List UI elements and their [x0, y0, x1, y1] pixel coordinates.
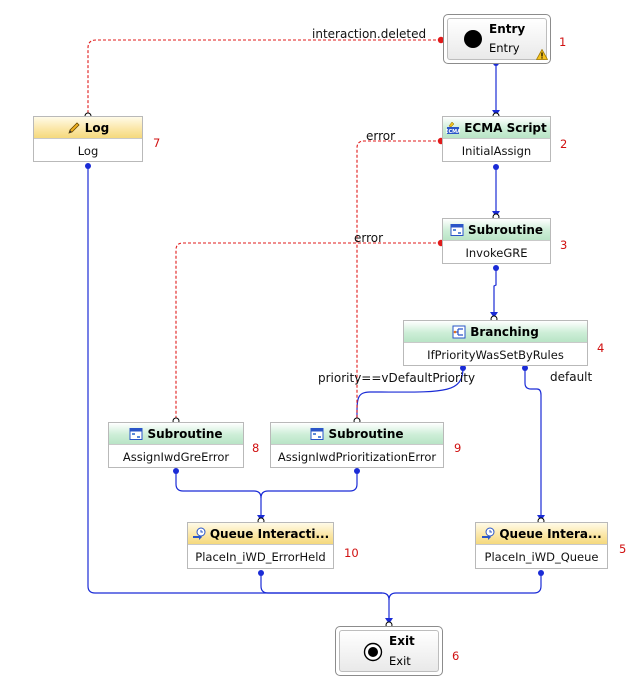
assign-prio-error-node[interactable]: Subroutine AssignIwdPrioritizationError	[270, 422, 444, 468]
assign-gre-body: AssignIwdGreError	[122, 449, 230, 464]
node-badge-3: 3	[560, 238, 568, 252]
queue-main-node[interactable]: Queue Intera... PlaceIn_iWD_Queue	[475, 522, 608, 569]
ecma-title: ECMA Script	[464, 120, 547, 135]
queue-clock-icon	[192, 527, 206, 540]
entry-subtitle: Entry	[489, 41, 520, 55]
flow-queue-error-to-exit	[260, 573, 382, 594]
edge-label-default: default	[550, 370, 593, 384]
assign-gre-title: Subroutine	[147, 426, 223, 441]
branching-body: IfPriorityWasSetByRules	[427, 347, 564, 362]
flow-invoke-to-branching	[493, 268, 497, 318]
branching-node[interactable]: Branching IfPriorityWasSetByRules	[403, 320, 588, 366]
flow-branching-to-queue-main	[524, 368, 542, 521]
node-badge-8: 8	[252, 441, 260, 455]
exit-title: Exit	[389, 634, 415, 648]
edge-label-error-ecma: error	[366, 129, 396, 143]
error-ecma-to-assign-prio	[356, 140, 441, 421]
assign-gre-error-node[interactable]: Subroutine AssignIwdGreError	[108, 422, 244, 468]
branching-title: Branching	[470, 324, 539, 339]
flow-log-to-exit	[87, 166, 390, 624]
ecma-script-node[interactable]: ECMA ECMA Script InitialAssign	[442, 116, 551, 162]
queue-error-body: PlaceIn_iWD_ErrorHeld	[195, 549, 326, 564]
warning-icon	[536, 49, 548, 60]
node-badge-5: 5	[619, 542, 627, 556]
svg-text:ECMA: ECMA	[446, 129, 460, 135]
edge-label-error-invoke: error	[354, 231, 384, 245]
error-invoke-to-assign-gre	[175, 242, 441, 421]
entry-title: Entry	[489, 22, 526, 36]
log-title: Log	[84, 120, 110, 135]
node-badge-2: 2	[560, 137, 568, 151]
queue-main-body: PlaceIn_iWD_Queue	[484, 549, 599, 564]
log-body: Log	[77, 143, 99, 158]
branching-icon	[452, 325, 466, 338]
node-badge-9: 9	[454, 441, 462, 455]
subroutine-icon	[450, 223, 464, 236]
edge-label-priority-default: priority==vDefaultPriority	[318, 371, 476, 385]
entry-dot-icon	[464, 30, 482, 48]
node-badge-1: 1	[559, 35, 567, 49]
edge-label-interaction-deleted: interaction.deleted	[312, 27, 427, 41]
flow-assign-prio-to-queue-error	[260, 471, 358, 499]
flow-assign-gre-to-queue-error	[175, 471, 262, 521]
log-node[interactable]: Log Log	[33, 116, 143, 162]
ecma-body: InitialAssign	[461, 143, 532, 158]
assign-prio-body: AssignIwdPrioritizationError	[277, 449, 437, 464]
assign-prio-title: Subroutine	[328, 426, 404, 441]
error-entry-to-log	[87, 39, 441, 116]
subroutine-icon	[129, 427, 143, 440]
flow-branching-to-assign-prio	[356, 367, 464, 422]
node-badge-10: 10	[344, 546, 359, 560]
ecma-script-icon: ECMA	[446, 121, 460, 135]
exit-node[interactable]: Exit Exit	[335, 626, 443, 676]
queue-main-title: Queue Intera...	[499, 526, 602, 541]
node-badge-7: 7	[153, 136, 161, 150]
queue-clock-icon	[482, 527, 495, 540]
pencil-icon	[68, 121, 80, 134]
subroutine-icon	[310, 427, 324, 440]
queue-error-title: Queue Interacti...	[209, 526, 330, 541]
node-badge-6: 6	[452, 649, 460, 663]
entry-node[interactable]: Entry Entry	[443, 14, 551, 64]
queue-error-held-node[interactable]: Queue Interacti... PlaceIn_iWD_ErrorHeld	[187, 522, 334, 569]
invoke-body: InvokeGRE	[465, 245, 528, 260]
invoke-title: Subroutine	[467, 222, 543, 237]
exit-subtitle: Exit	[389, 654, 411, 668]
exit-target-icon	[363, 642, 383, 662]
node-badge-4: 4	[597, 341, 605, 355]
flow-queue-main-to-exit	[388, 573, 542, 601]
invoke-gre-node[interactable]: Subroutine InvokeGRE	[442, 218, 551, 264]
